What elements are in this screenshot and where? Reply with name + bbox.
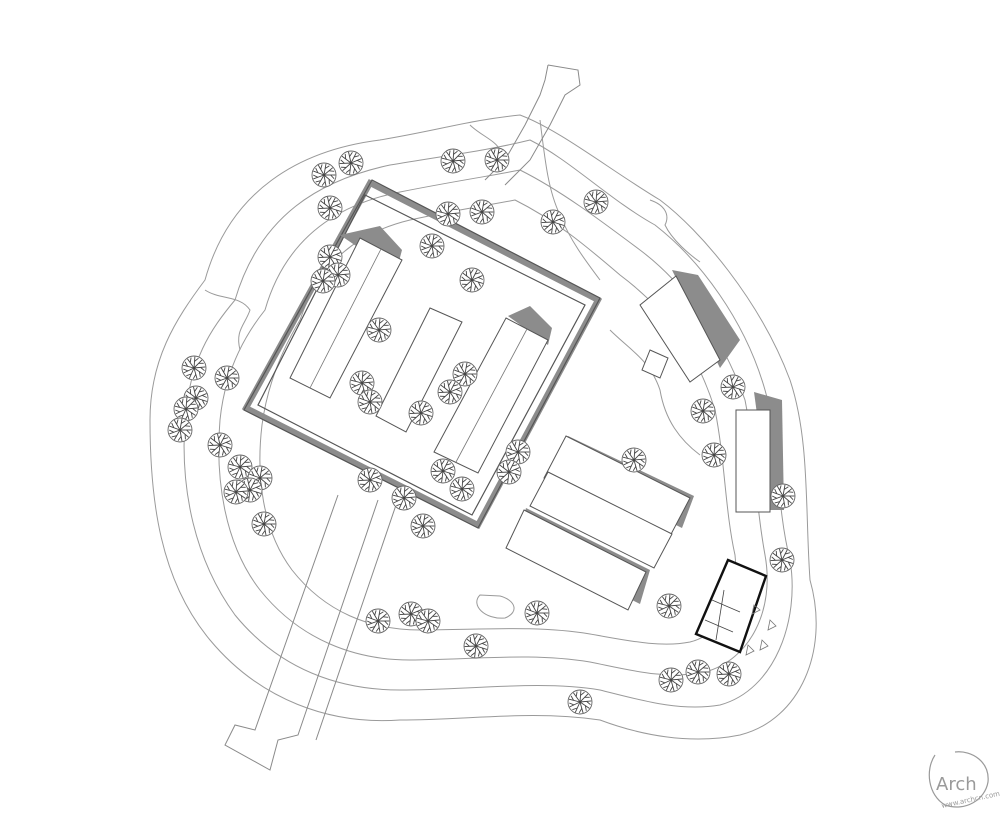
building-barrack-3 [505, 508, 650, 611]
tree-symbol [419, 233, 445, 259]
tree-symbol [415, 608, 441, 634]
tree-symbol [452, 361, 478, 387]
tree-symbol [583, 189, 609, 215]
buildings [289, 226, 784, 656]
tree-symbol [656, 593, 682, 619]
tree-symbol [173, 396, 199, 422]
tree-symbol [227, 454, 253, 480]
building-compound-center [375, 307, 463, 433]
tree-symbol [505, 439, 531, 465]
watermark-logo: Arch www.archcn.com [928, 751, 1000, 810]
tree-symbol [658, 667, 684, 693]
tree-symbol [716, 661, 742, 687]
tree-symbol [410, 513, 436, 539]
building-highlighted [694, 558, 777, 656]
tree-symbol [223, 479, 249, 505]
tree-symbol [391, 485, 417, 511]
tree-symbol [357, 467, 383, 493]
tree-symbol [338, 150, 364, 176]
tree-symbol [349, 370, 375, 396]
tree-symbol [469, 199, 495, 225]
tree-symbol [408, 400, 434, 426]
tree-symbol [770, 483, 796, 509]
building-east-small [641, 349, 669, 379]
tree-symbol [496, 459, 522, 485]
terrain-contours [149, 114, 817, 740]
tree-symbol [440, 148, 466, 174]
tree-symbol [310, 268, 336, 294]
tree-symbol [251, 511, 277, 537]
tree-symbol [769, 547, 795, 573]
tree-symbol [435, 201, 461, 227]
tree-symbol [181, 355, 207, 381]
trees [167, 147, 796, 715]
tree-symbol [701, 442, 727, 468]
tree-symbol [690, 398, 716, 424]
building-east-south [735, 392, 784, 513]
building-barrack-2 [529, 471, 673, 569]
building-compound-east [433, 306, 552, 474]
tree-symbol [437, 379, 463, 405]
watermark-logo-text: Arch [936, 774, 977, 795]
tree-symbol [167, 417, 193, 443]
building-east-north [639, 270, 740, 383]
tree-symbol [449, 476, 475, 502]
tree-symbol [463, 633, 489, 659]
tree-symbol [484, 147, 510, 173]
tree-symbol [357, 389, 383, 415]
tree-symbol [540, 209, 566, 235]
tree-symbol [365, 608, 391, 634]
tree-symbol [720, 374, 746, 400]
tree-symbol [317, 195, 343, 221]
tree-symbol [685, 659, 711, 685]
tree-symbol [366, 317, 392, 343]
tree-symbol [430, 458, 456, 484]
walled-compound [241, 179, 603, 529]
tree-symbol [524, 600, 550, 626]
tree-symbol [567, 689, 593, 715]
tree-symbol [311, 162, 337, 188]
tree-symbol [207, 432, 233, 458]
tree-symbol [214, 365, 240, 391]
building-compound-west [289, 226, 403, 399]
tree-symbol [459, 267, 485, 293]
tree-symbol [621, 447, 647, 473]
